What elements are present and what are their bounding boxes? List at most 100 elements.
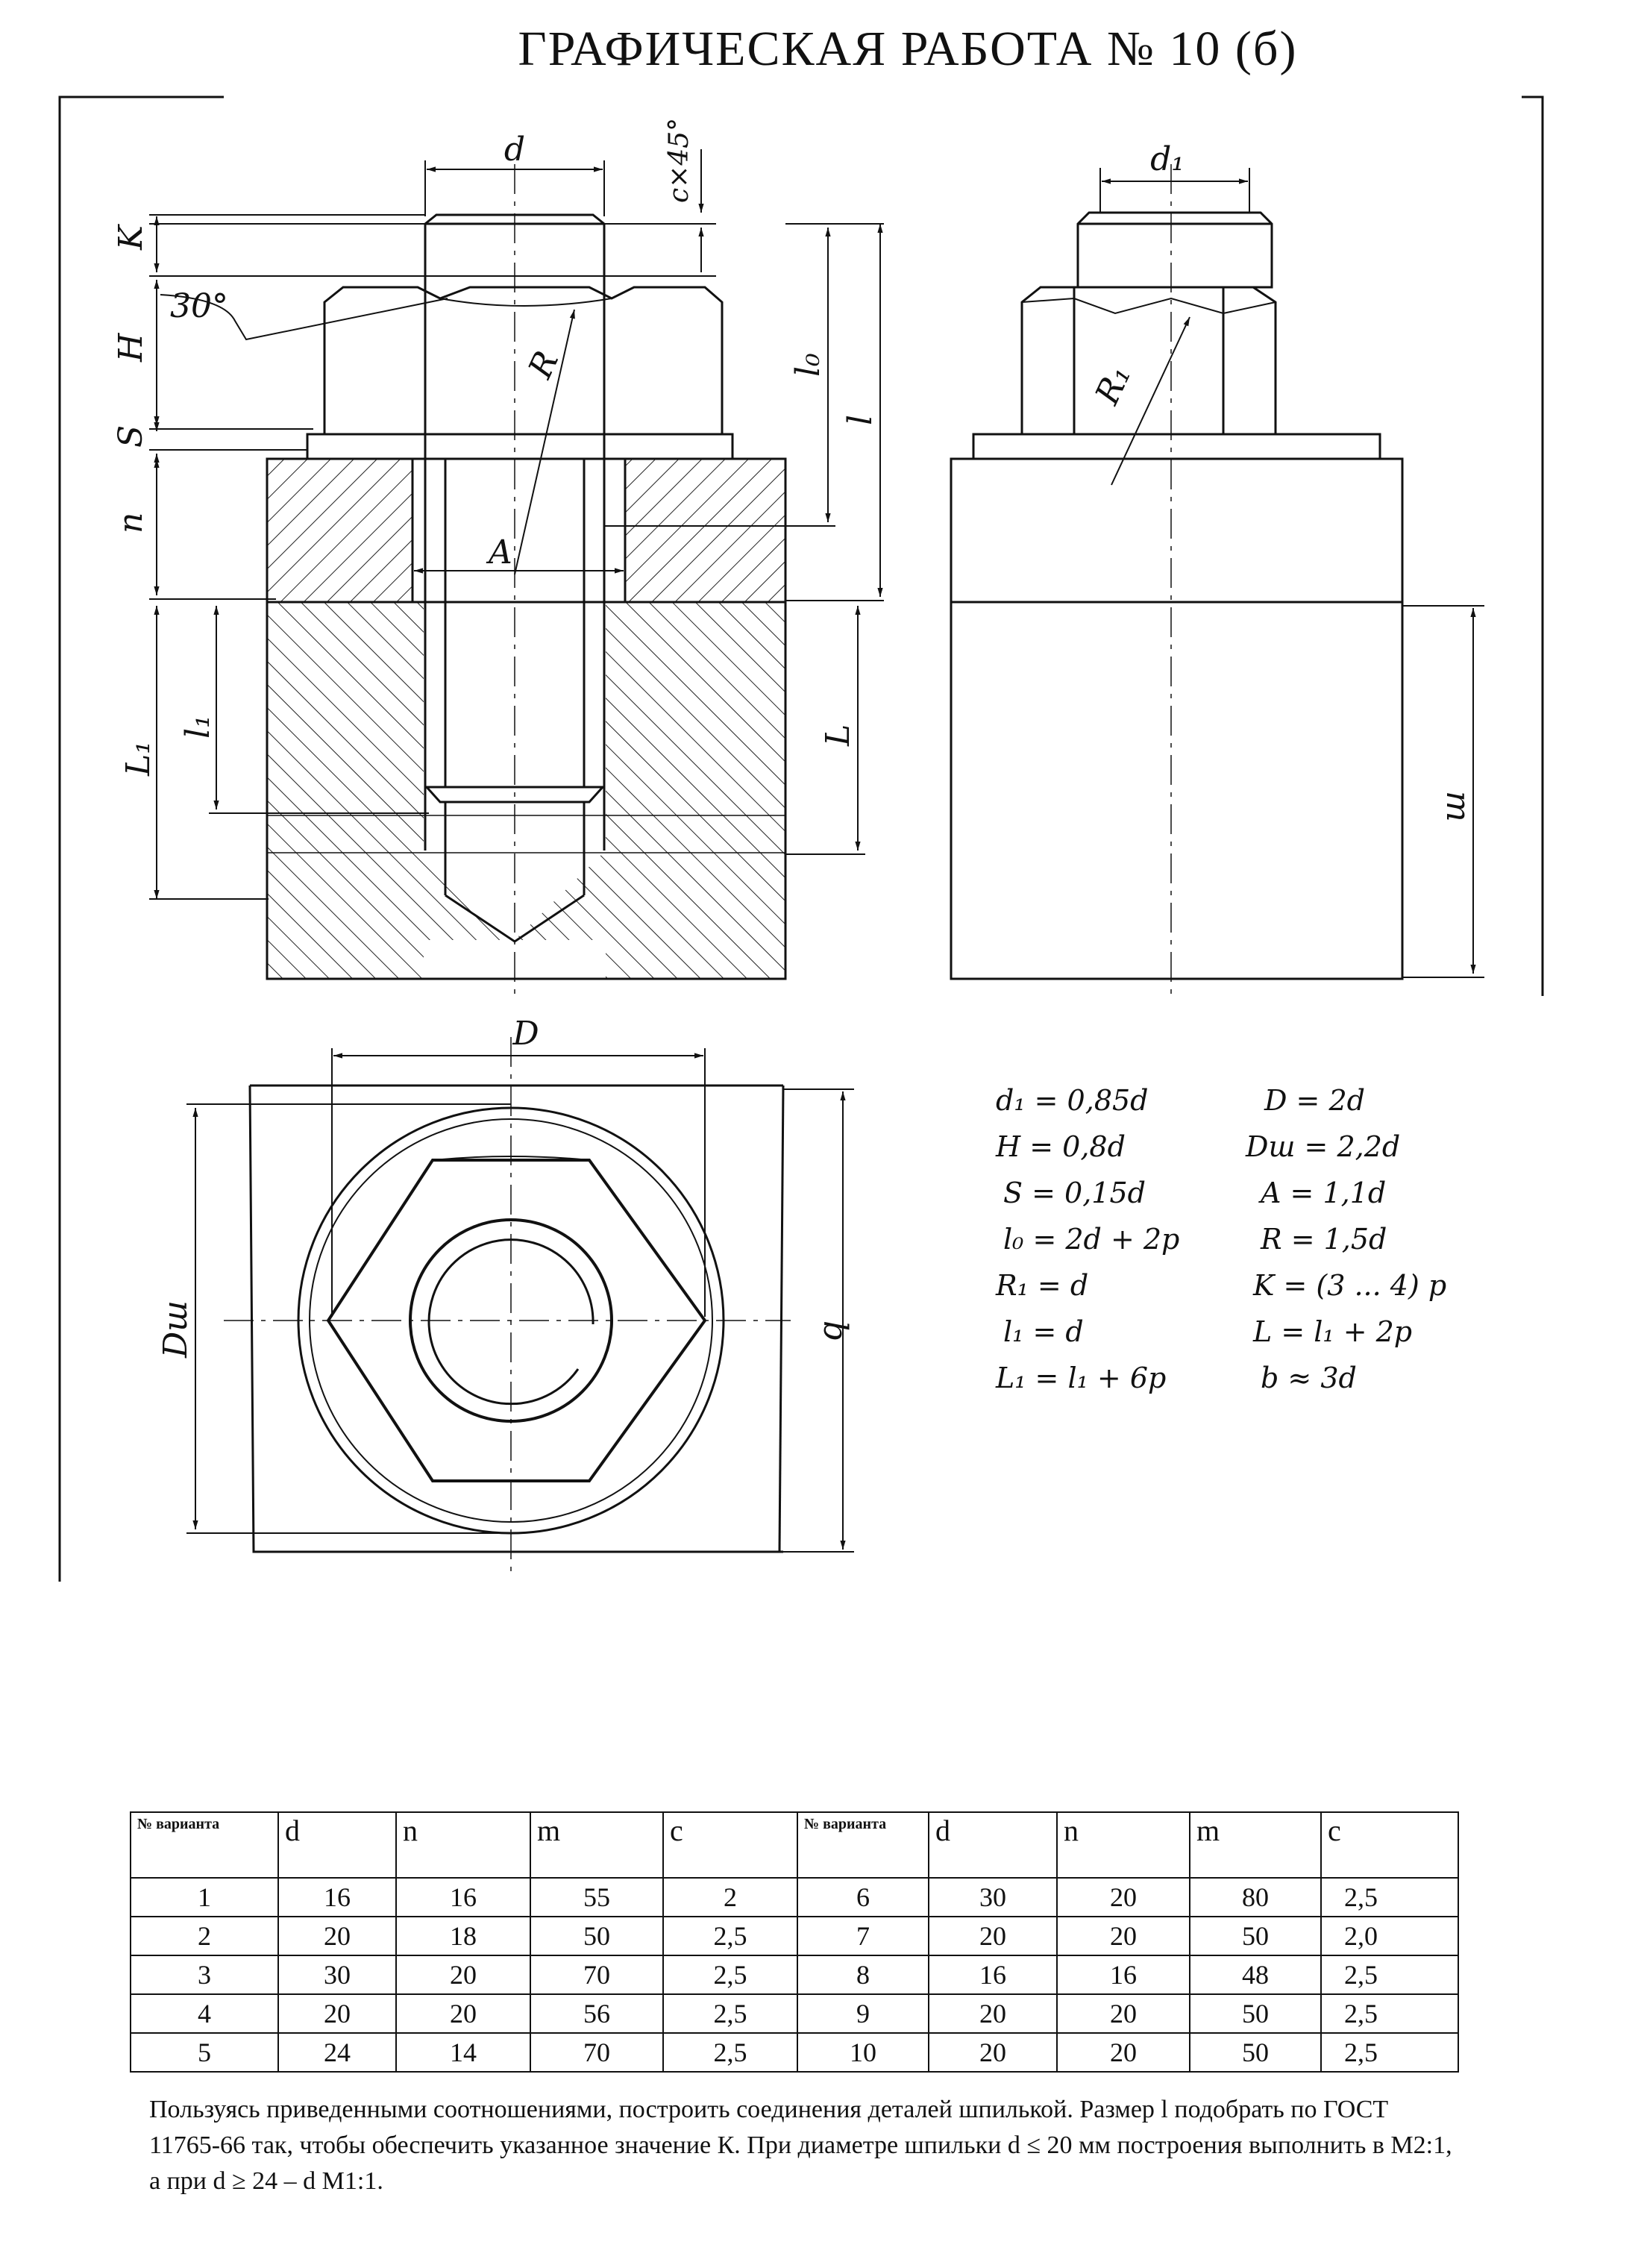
frame-left [58,95,224,1582]
header-m-2: m [1189,1811,1322,1879]
formula-list: d₁ = 0,85d H = 0,8d S = 0,15d l₀ = 2d + … [995,1084,1446,1394]
cell: 6 [797,1877,929,1917]
dim-l0-label: l₀ [789,353,827,377]
variants-table: № варианта d n m c № варианта d n m c 1 … [130,1811,1459,2073]
cell: 2,0 [1320,1916,1459,1956]
dim-d1-label: d₁ [1150,140,1185,178]
cell: 20 [395,1955,531,1995]
cell: 16 [1056,1955,1190,1995]
cell: 14 [395,2032,531,2073]
table-row: 5 24 14 70 2,5 10 20 20 50 2,5 [130,2032,1459,2073]
formula-left-1: d₁ = 0,85d [996,1084,1149,1117]
dim-n-label: n [112,513,150,533]
header-n-2: n [1056,1811,1190,1879]
side-dimensions [1099,168,1484,978]
cell: 2,5 [662,1955,798,1995]
dim-a-label: A [486,533,512,571]
cell: 7 [797,1916,929,1956]
cell: 16 [395,1877,531,1917]
lower-part-hatch-right [606,602,785,979]
dim-s-label: S [112,425,150,448]
cell: 18 [395,1916,531,1956]
table-header-row: № варианта d n m c № варианта d n m c [130,1811,1459,1879]
dim-l-label: l [841,415,879,425]
formula-right-6: L = l₁ + 2p [1252,1315,1412,1348]
dim-k-label: K [112,224,150,251]
front-dimensions [149,149,884,900]
formula-left-5: R₁ = d [995,1269,1088,1302]
cell: 70 [530,2032,664,2073]
header-variant-2: № варианта [797,1811,929,1879]
formula-left-4: l₀ = 2d + 2p [1003,1223,1179,1256]
header-m: m [530,1811,664,1879]
cell: 2,5 [1320,1877,1459,1917]
cell: 30 [277,1955,397,1995]
header-variant: № варианта [130,1811,279,1879]
formula-right-2: Dш = 2,2d [1245,1130,1400,1163]
cell: 20 [277,1993,397,2034]
formula-right-1: D = 2d [1264,1084,1365,1117]
cell: 50 [1189,1993,1322,2034]
cell: 1 [130,1877,279,1917]
cell: 20 [1056,1993,1190,2034]
formula-left-2: H = 0,8d [995,1130,1126,1163]
cell: 20 [928,2032,1058,2073]
cell: 10 [797,2032,929,2073]
cell: 50 [1189,2032,1322,2073]
header-d: d [277,1811,397,1879]
upper-plate-hatch-left [267,459,412,602]
formula-right-4: R = 1,5d [1260,1223,1387,1256]
formula-right-7: b ≈ 3d [1261,1362,1357,1394]
cell: 48 [1189,1955,1322,1995]
cell: 2,5 [1320,2032,1459,2073]
cell: 2,5 [662,2032,798,2073]
cell: 24 [277,2032,397,2073]
engineering-drawing: d c×45° K 30° H S n R A l₀ l l₁ L₁ L d₁ … [58,95,1544,1582]
upper-plate-hatch-right [625,459,785,602]
formula-right-3: A = 1,1d [1258,1177,1386,1209]
formula-left-6: l₁ = d [1003,1315,1084,1348]
side-view [950,164,1404,1000]
frame-right [1522,95,1544,996]
dim-m-label: m [1439,791,1477,822]
dim-d-label: d [504,131,525,169]
cell: 2,5 [662,1916,798,1956]
table-row: 1 16 16 55 2 6 30 20 80 2,5 [130,1877,1459,1917]
cell: 5 [130,2032,279,2073]
cell: 20 [928,1993,1058,2034]
instructions-text: Пользуясь приведенными соотношениями, по… [149,2096,1452,2195]
cell: 50 [1189,1916,1322,1956]
dim-b-label: b [816,1321,854,1341]
header-n: n [395,1811,531,1879]
front-section-view [266,164,787,1000]
cell: 16 [277,1877,397,1917]
table-row: 4 20 20 56 2,5 9 20 20 50 2,5 [130,1993,1459,2034]
dim-L-label: L [819,724,857,747]
dim-chamfer-label: c×45° [664,118,694,203]
top-view [224,1037,791,1574]
cell: 20 [395,1993,531,2034]
cell: 2,5 [662,1993,798,2034]
cell: 56 [530,1993,664,2034]
cell: 2 [662,1877,798,1917]
dim-h-label: H [112,332,150,363]
formula-right-5: K = (3 ... 4) p [1252,1269,1446,1302]
cell: 20 [277,1916,397,1956]
dim-l1-label: l₁ [179,715,217,739]
cell: 2 [130,1916,279,1956]
dim-angle-label: 30° [170,287,228,325]
cell: 55 [530,1877,664,1917]
cell: 70 [530,1955,664,1995]
top-dimensions [186,1048,854,1553]
formula-left-7: L₁ = l₁ + 6p [995,1362,1166,1394]
cell: 80 [1189,1877,1322,1917]
cell: 2,5 [1320,1955,1459,1995]
cell: 16 [928,1955,1058,1995]
cell: 20 [1056,2032,1190,2073]
cell: 9 [797,1993,929,2034]
dim-dsh-label: Dш [157,1300,195,1359]
cell: 2,5 [1320,1993,1459,2034]
header-d-2: d [928,1811,1058,1879]
dim-D-label: D [512,1015,539,1053]
cell: 20 [1056,1916,1190,1956]
